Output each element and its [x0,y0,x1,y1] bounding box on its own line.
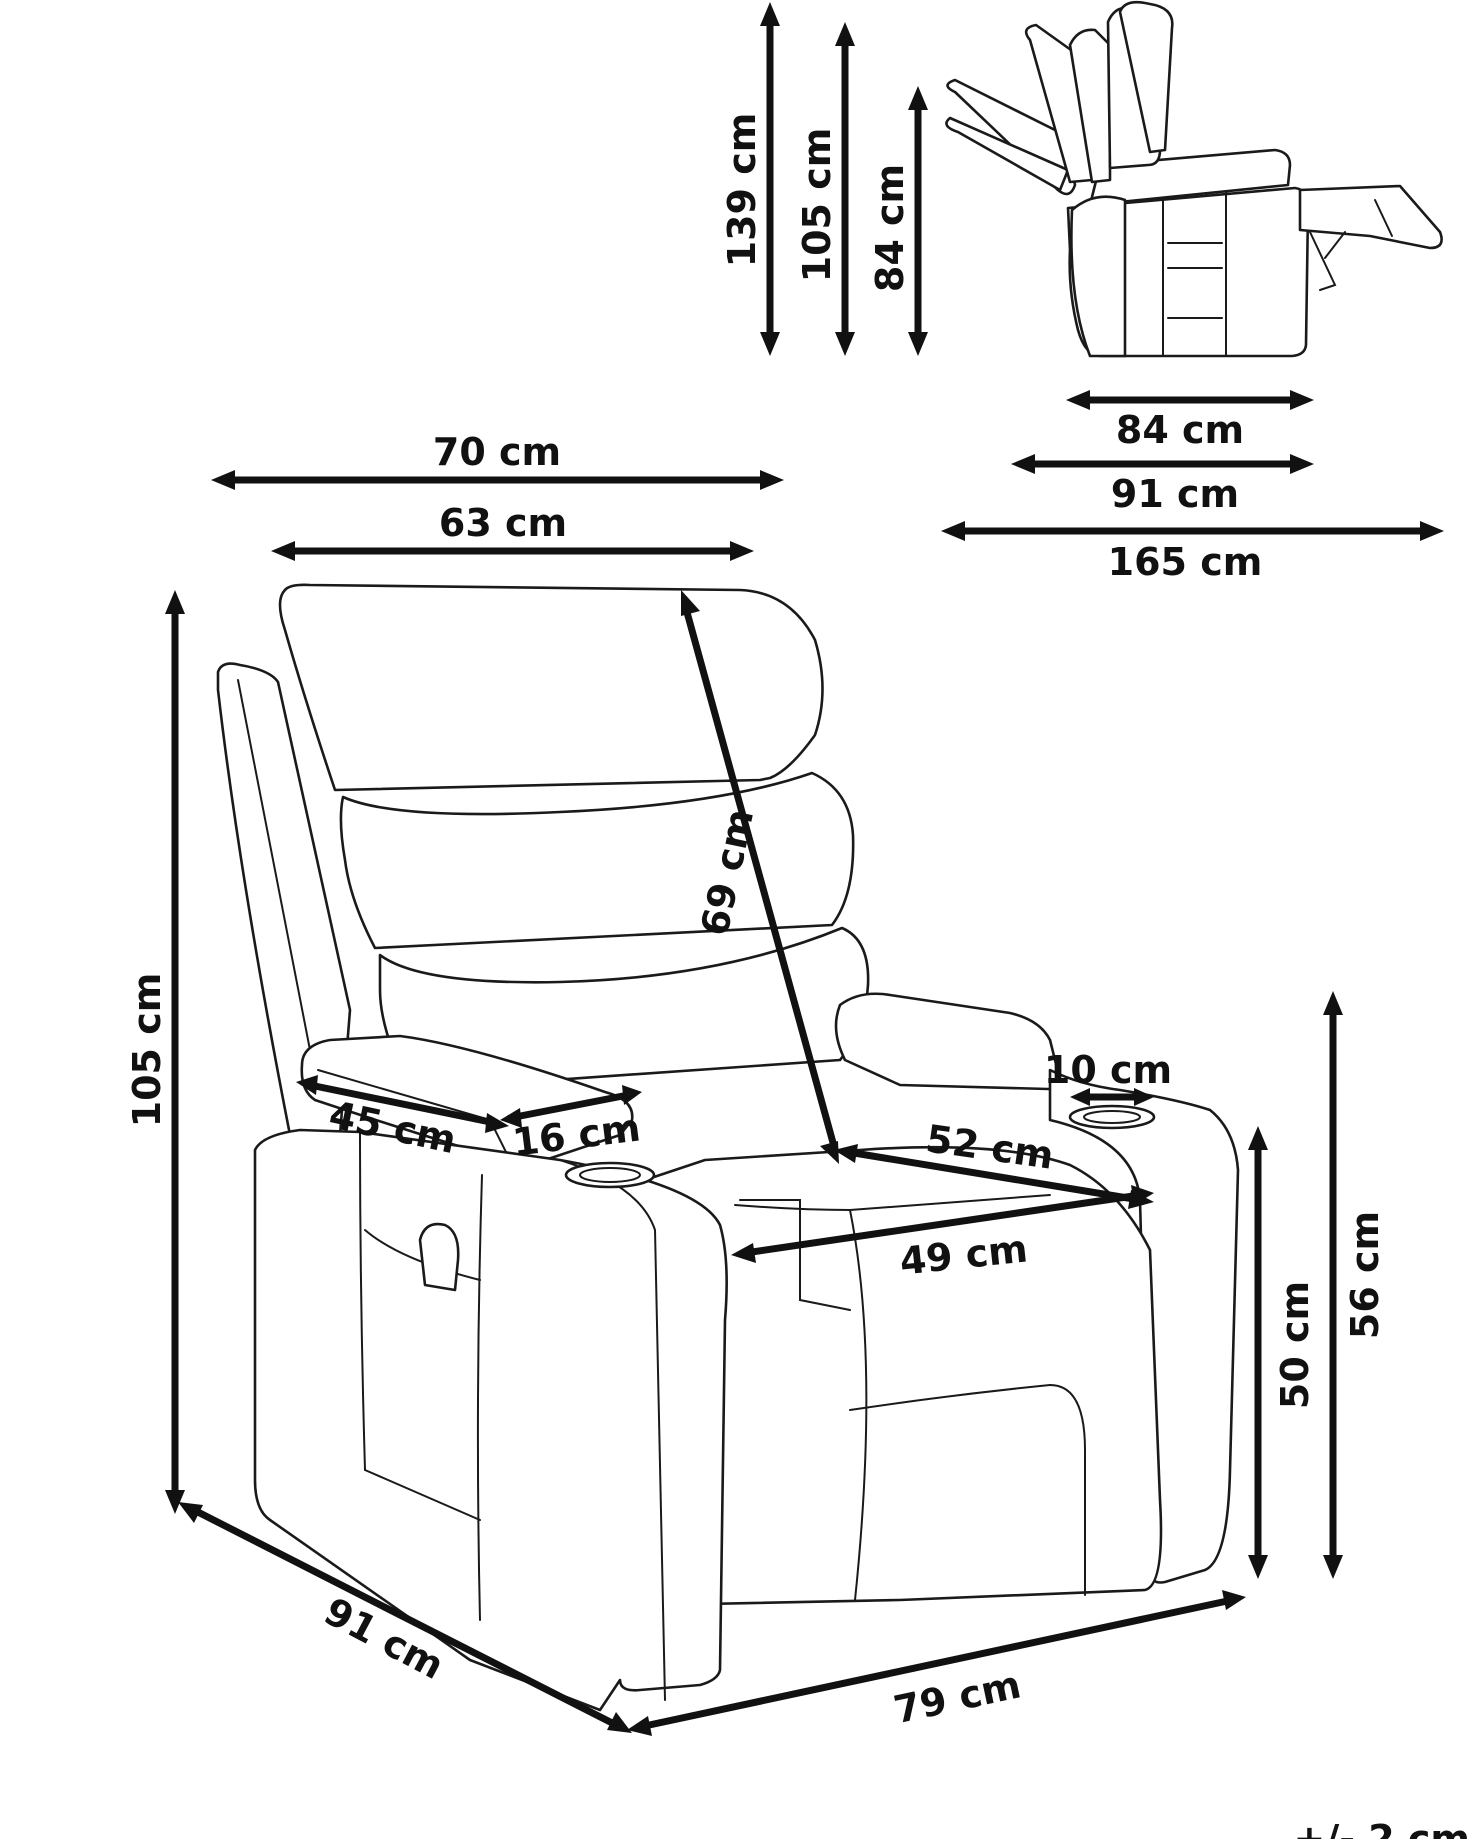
front-view-recliner-drawing [216,583,1240,1712]
dimension-arrowheads [165,2,1444,1736]
tolerance-note: +/- 2 cm [1293,1817,1470,1839]
label-recline-height-84: 84 cm [868,164,912,292]
label-total-height-105: 105 cm [125,973,169,1128]
label-width-79: 79 cm [890,1662,1025,1732]
label-top-width-70: 70 cm [433,430,561,474]
label-recline-depth-91: 91 cm [1111,472,1239,516]
label-recline-depth-84: 84 cm [1116,408,1244,452]
label-recline-depth-165: 165 cm [1108,540,1263,584]
side-view-recliner-drawing [945,0,1443,358]
label-armrest-height-56: 56 cm [1343,1211,1387,1339]
dimension-lines [171,12,1434,1731]
label-backrest-width-63: 63 cm [439,501,567,545]
label-recline-height-105: 105 cm [795,128,839,283]
label-cupholder-10: 10 cm [1044,1048,1172,1092]
label-recline-height-139: 139 cm [720,113,764,268]
label-seat-height-50: 50 cm [1273,1281,1317,1409]
